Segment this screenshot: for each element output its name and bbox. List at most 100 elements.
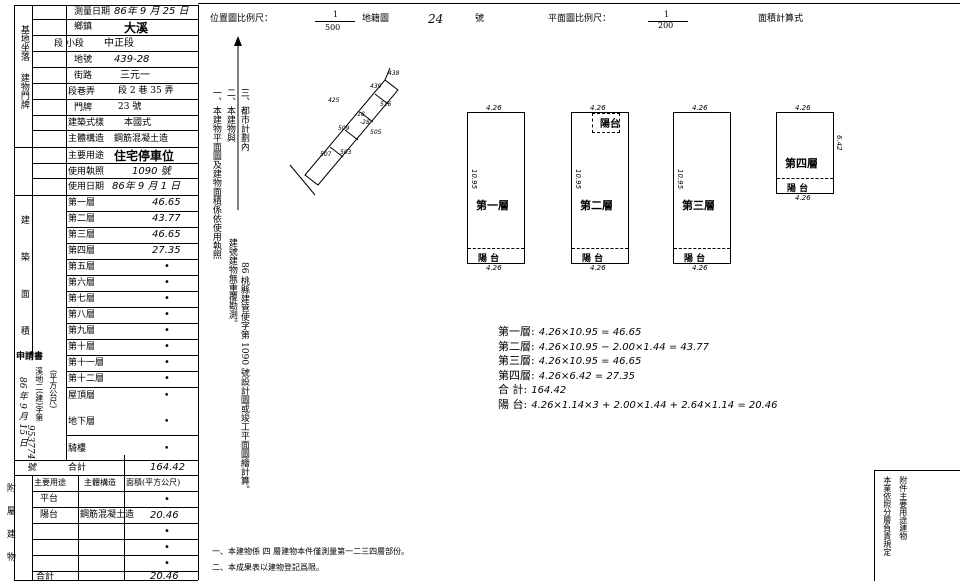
door-value: 23 號	[118, 102, 142, 112]
floor-label: 第五層	[68, 262, 96, 272]
floor-label: 第六層	[68, 278, 96, 288]
lot-number: 516	[380, 101, 392, 108]
attach-use: 陽台	[40, 510, 59, 520]
calc-row: 第二層:4.26×10.95 − 2.00×1.44 = 43.77	[498, 341, 709, 353]
floor-label: 第十一層	[68, 358, 105, 368]
floor-area-value: •	[164, 357, 170, 368]
balcony-area: 陽 台	[572, 248, 628, 264]
attach-area: •	[164, 542, 170, 553]
plan-scale-label: 平面圖比例尺：	[548, 14, 612, 24]
attach-head-struct: 主體構造	[84, 478, 116, 487]
floor-label: 第四層	[68, 246, 96, 256]
calc-row: 第四層:4.26×6.42 = 27.35	[498, 370, 635, 382]
calc-label: 第二層:	[498, 339, 535, 353]
floor-area-value: •	[164, 293, 170, 304]
vertical-note: 三、都市計劃內	[238, 88, 249, 151]
floor-label: 第三層	[68, 230, 96, 240]
lot-number: 503	[340, 149, 352, 156]
plan-scale-den: 200	[658, 21, 674, 30]
floor-label: 第七層	[68, 294, 96, 304]
location-scale-label: 位置圖比例尺：	[210, 14, 274, 24]
attach-struct: 鋼筋混凝土造	[80, 510, 135, 520]
balcony-label: 陽 台	[478, 254, 500, 264]
permit-value: 1090 號	[132, 166, 171, 177]
calc-formula: 4.26×6.42 = 27.35	[538, 370, 635, 382]
attach-area: •	[164, 558, 170, 569]
bay-label: 騎樓	[68, 444, 87, 454]
floor-area-value: 43.77	[152, 213, 181, 224]
use-value: 住宅停車位	[114, 149, 175, 163]
floor-plan-name: 第四層	[785, 157, 818, 170]
attach-area: •	[164, 526, 170, 537]
floor-area-value: •	[164, 341, 170, 352]
plan-width-dim: 4.26	[692, 104, 708, 112]
attach-group-label: 附屬建物	[4, 483, 15, 575]
calc-row: 合 計:164.42	[498, 384, 566, 396]
calc-label: 第一層:	[498, 325, 535, 338]
township-value: 大溪	[124, 21, 149, 35]
plan-depth-dim: 10.95	[470, 169, 478, 190]
plan-width-dim: 4.26	[590, 104, 606, 112]
lane-label: 段巷弄	[68, 87, 96, 97]
permit-label: 使用執照	[68, 167, 105, 177]
calc-label: 合 計:	[498, 383, 528, 396]
north-arrow-icon	[234, 36, 242, 46]
floor-plan-name: 第一層	[476, 199, 509, 212]
lot-value: 439-28	[114, 54, 150, 65]
balcony-area: 陽 台	[468, 248, 524, 264]
balcony-area: 陽 台	[674, 248, 730, 264]
floor-label: 第十層	[68, 342, 96, 352]
top-balcony-outline	[592, 113, 620, 133]
street-label: 街路	[74, 71, 93, 81]
calc-row: 第三層:4.26×10.95 = 46.65	[498, 355, 641, 367]
roof-value: •	[164, 391, 170, 401]
calc-formula: 164.42	[531, 385, 567, 396]
floor-plan-name: 第二層	[580, 199, 613, 212]
style-label: 建築式樣	[68, 118, 105, 128]
floor-area-value: 46.65	[152, 229, 181, 240]
applicant-label: 申請書	[16, 352, 44, 362]
attach-total-value: 20.46	[150, 571, 179, 582]
balcony-label: 陽 台	[787, 184, 809, 194]
plan-width-dim: 4.26	[795, 104, 811, 112]
street-value: 三元一	[120, 70, 150, 81]
plan-width-dim-bottom: 4.26	[795, 194, 811, 202]
plan-width-dim-bottom: 4.26	[692, 264, 708, 272]
location-scale-num: 1	[333, 10, 339, 19]
lot-number: 438	[388, 70, 400, 77]
footer-note-2: 二、本成果表以建物登記爲限。	[212, 563, 324, 572]
right-note-2: 本業依照分層負責規定	[882, 476, 892, 556]
roof-label: 屋頂層	[68, 391, 96, 401]
plan-width-dim: 4.26	[486, 104, 502, 112]
lot-number: 439	[370, 83, 382, 90]
floor-plan-name: 第三層	[682, 199, 715, 212]
vertical-note: 一、本建物平面圖及建物面積係依使用執照	[210, 88, 221, 259]
map-sheet-no: 24	[428, 12, 444, 26]
lot-number: 425	[328, 97, 340, 104]
applicant-date: 86 年 9 月 15 日	[16, 377, 27, 447]
plan-scale-num: 1	[664, 10, 670, 19]
balcony-label: 陽 台	[582, 254, 604, 264]
calc-label: 第三層:	[498, 354, 535, 367]
total-value: 164.42	[150, 462, 185, 473]
style-value: 本國式	[124, 118, 152, 128]
lot-number: 509	[338, 125, 350, 132]
structure-label: 主體構造	[68, 134, 105, 144]
building-info-table: 測量日期 86年 9 月 25 日 鄉鎮 大溪 基地坐落 段 小段 中正段 地號…	[5, 5, 199, 582]
area-group-label: 建築面積	[18, 215, 29, 363]
use-label: 主要用途	[68, 151, 105, 161]
door-label: 門牌	[74, 103, 93, 113]
applicant-no: 953774 號	[24, 425, 35, 472]
calc-row: 陽 台:4.26×1.14×3 + 2.00×1.44 + 2.64×1.14 …	[498, 399, 778, 411]
attach-head-use: 主要用途	[34, 478, 66, 487]
plan-depth-dim: 6.42	[835, 135, 843, 151]
lot-number: 505	[370, 129, 382, 136]
calc-formula: 4.26×10.95 − 2.00×1.44 = 43.77	[538, 341, 710, 353]
bay-value: •	[164, 444, 170, 454]
floor-label: 第一層	[68, 198, 96, 208]
area-formula-label: 面積計算式	[758, 14, 804, 24]
section-label: 段 小段	[54, 39, 84, 49]
